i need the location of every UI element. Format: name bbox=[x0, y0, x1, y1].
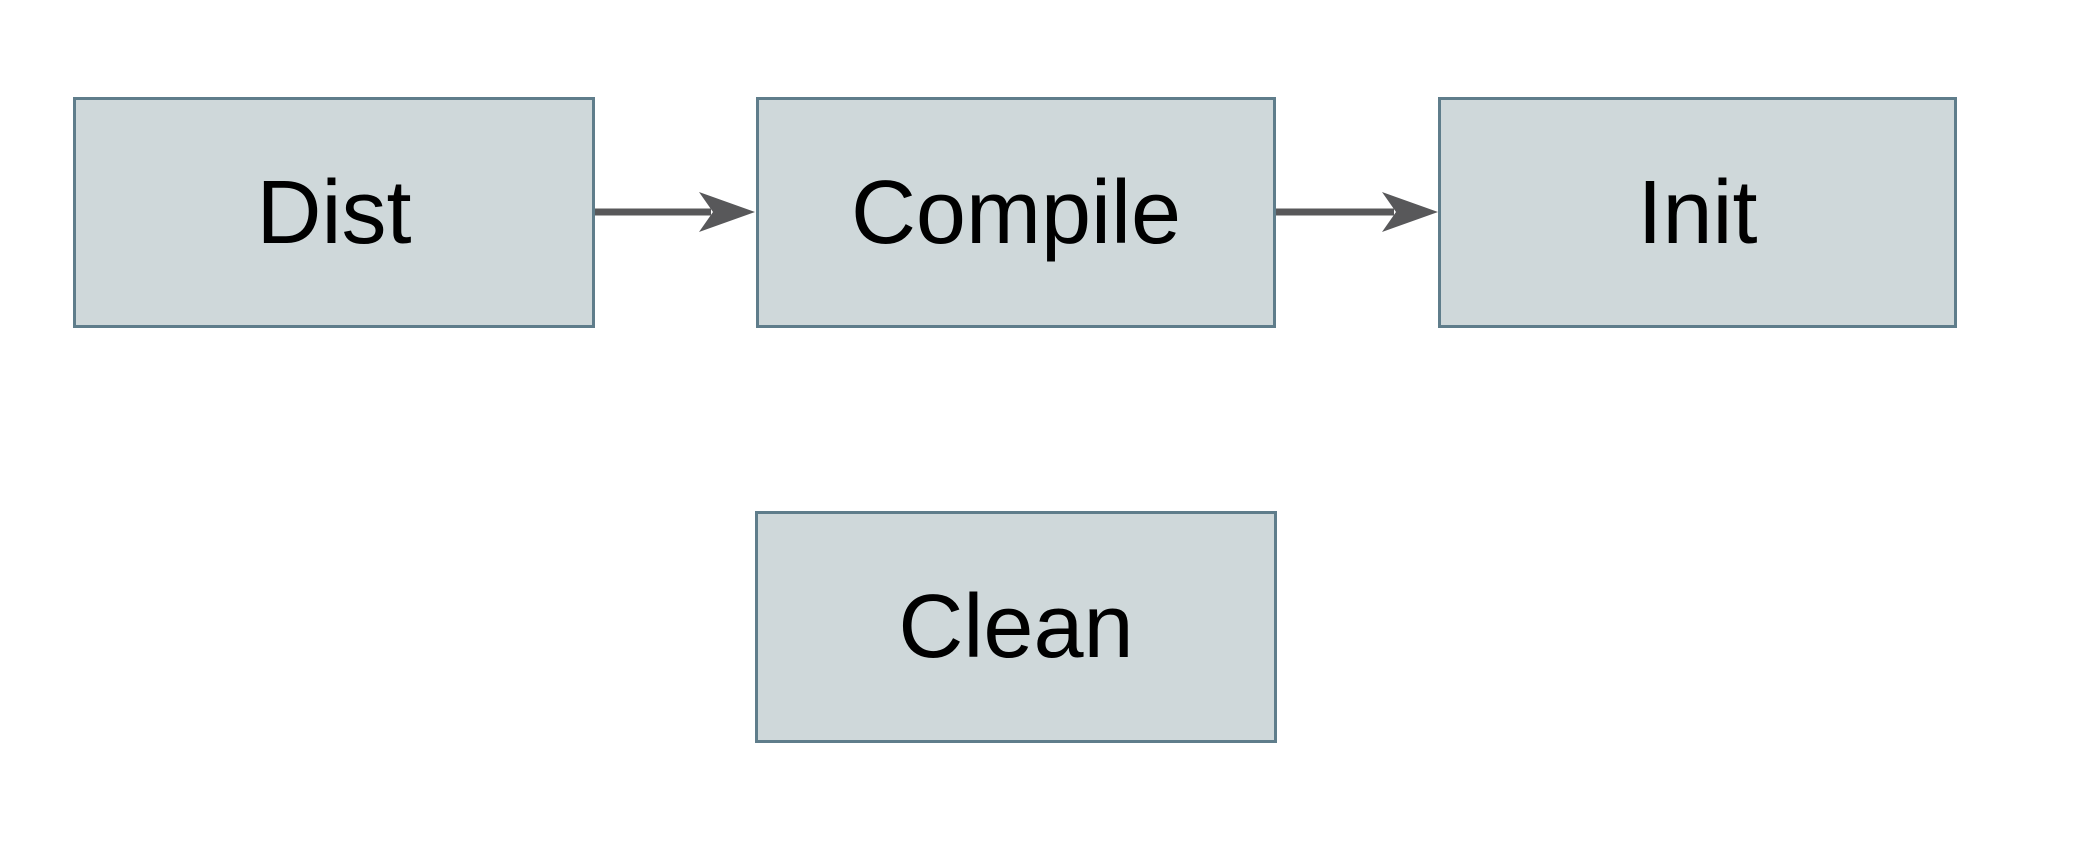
arrow-compile-to-init bbox=[1276, 192, 1438, 232]
node-clean[interactable]: Clean bbox=[755, 511, 1277, 743]
node-compile[interactable]: Compile bbox=[756, 97, 1276, 328]
node-clean-label: Clean bbox=[898, 577, 1134, 677]
node-dist[interactable]: Dist bbox=[73, 97, 595, 328]
node-init-label: Init bbox=[1637, 162, 1758, 263]
node-compile-label: Compile bbox=[850, 162, 1182, 263]
arrow-dist-to-compile bbox=[595, 192, 755, 232]
node-dist-label: Dist bbox=[256, 162, 412, 263]
node-init[interactable]: Init bbox=[1438, 97, 1957, 328]
